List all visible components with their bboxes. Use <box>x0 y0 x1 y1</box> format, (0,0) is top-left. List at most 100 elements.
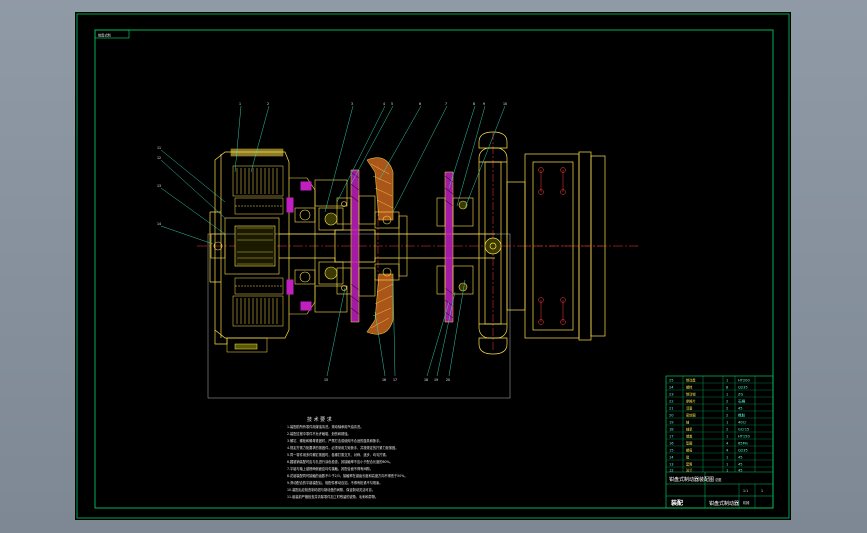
inner-hub <box>210 217 280 275</box>
inner-frame <box>94 29 774 509</box>
tech-req-line-3: 3.螺钉、螺栓和螺母紧固时，严禁打击或使用不合适的旋具和扳手。 <box>287 438 382 443</box>
tech-req-line-7: 7.平键与轴上键槽两侧面应均匀接触，其配合面不得有间隙。 <box>287 466 373 471</box>
balloon-16: 16 <box>382 378 386 382</box>
bom-cell-no: 12 <box>669 469 674 473</box>
pressure-plate <box>289 177 316 315</box>
bom-cell-mat: 45 <box>738 463 743 467</box>
bom-cell-mat: 橡胶 <box>738 413 746 418</box>
middle-flange <box>374 211 408 281</box>
leader-lines-bottom <box>326 277 466 377</box>
balloon-1: 1 <box>239 102 241 106</box>
bom-cell-no: 23 <box>669 393 674 397</box>
balloon-11: 11 <box>157 146 161 150</box>
brake-disc-1 <box>350 169 360 323</box>
bom-cell-qty: 2 <box>726 414 728 418</box>
bom-cell-mat: 45 <box>738 456 743 460</box>
bom-cell-mat: 石棉 <box>738 399 746 404</box>
bom-cell-mat: 45 <box>738 469 743 473</box>
bom-cell-no: 21 <box>669 407 674 411</box>
bom-cell-mat: 45 <box>738 407 743 411</box>
drawing-title: 钳盘式制动器装配图 <box>669 476 714 483</box>
cad-drawing-canvas[interactable]: 钳盘式制 <box>75 12 791 520</box>
section-hatch-left <box>286 181 312 311</box>
friction-plates-top <box>232 165 284 215</box>
title-block <box>665 375 774 509</box>
bom-cell-mat: Q235 <box>738 449 748 453</box>
tech-req-line-2: 2.装配过程中零件不允许磕碰、划伤和锈蚀。 <box>287 431 351 436</box>
bom-cell-qty: 1 <box>726 421 728 425</box>
drum-bolts <box>538 167 566 325</box>
tech-req-line-4: 4.规定拧紧力矩要求的紧固件，必须采用力矩扳手，并按规定的拧紧力矩紧固。 <box>287 445 398 450</box>
bom-cell-mat: 65Mn <box>738 442 748 446</box>
tech-req-line-10: 10.装配后应检查制动钳与制动盘的间隙，保证制动灵活可靠。 <box>287 487 375 492</box>
leader-lines-left <box>160 149 226 245</box>
bom-cell-qty: 1 <box>726 435 728 439</box>
drawing-subtitle: 总图 <box>715 477 721 482</box>
bom-cell-no: 16 <box>669 442 674 446</box>
bom-cell-mat: HT200 <box>738 379 750 383</box>
balloon-13: 13 <box>157 184 161 188</box>
tech-req-line-11: 11.组装前严格检查并清除零件加工时残留的锐角、毛刺和异物。 <box>287 494 378 499</box>
tech-requirements: 技 术 要 求 1.装配前所有零件用煤油清洗，滚动轴承用汽油清洗。 2.装配过程… <box>287 416 407 499</box>
bom-cell-name: 摩擦片 <box>686 399 696 404</box>
bom-cell-no: 17 <box>669 435 674 439</box>
balloon-4: 4 <box>383 102 385 106</box>
bom-cell-name: 键 <box>686 455 690 460</box>
balloon-20: 20 <box>446 378 450 382</box>
leader-lines-top <box>234 105 506 213</box>
bom-cell-qty: 2 <box>726 400 728 404</box>
bom-cell-qty: 1 <box>726 379 728 383</box>
balloon-19: 19 <box>434 378 438 382</box>
tech-requirements-title: 技 术 要 求 <box>307 416 332 423</box>
bom-cell-name: 制动钳 <box>686 392 696 397</box>
bom-cell-mat: ZG <box>738 393 743 397</box>
bom-cell-qty: 1 <box>726 393 728 397</box>
bom-cell-mat: Q235 <box>738 386 748 390</box>
balloon-labels: 1 2 3 4 5 6 7 8 9 10 11 12 13 14 15 16 1… <box>157 102 507 382</box>
school-label: 机械 <box>743 500 750 505</box>
balloon-6: 6 <box>419 102 421 106</box>
bom-cell-name: 活塞 <box>686 406 693 411</box>
bearing-sleeve-left <box>314 179 348 313</box>
bom-cell-mat: HT150 <box>738 435 750 439</box>
bom-cell-no: 14 <box>669 456 674 460</box>
bom-cell-mat: 40Cr <box>738 421 747 425</box>
bom-cell-name: 密封圈 <box>686 413 696 418</box>
corner-tag-box <box>94 29 130 39</box>
balloon-14: 14 <box>157 222 161 226</box>
bom-cell-qty: 1 <box>726 469 728 473</box>
right-drum <box>506 151 606 341</box>
bom-cell-name: 套筒 <box>686 462 692 467</box>
tech-req-line-6: 6.圆锥销装配时应与孔进行涂色检查，其接触率不应小于配合长度的60%。 <box>287 459 393 464</box>
balloon-10: 10 <box>503 102 507 106</box>
outer-frame <box>76 13 790 519</box>
bom-cell-no: 15 <box>669 449 674 453</box>
title-block-text: 钳盘式制动器装配图 总图 1:1 1 装配 钳盘式制动器 机械 <box>669 476 763 507</box>
bom-cell-no: 19 <box>669 421 674 425</box>
corner-tag-text: 钳盘式制 <box>98 32 111 37</box>
balloon-7: 7 <box>445 102 447 106</box>
drawing-viewport[interactable]: 钳盘式制 <box>75 12 791 520</box>
bom-cell-no: 13 <box>669 463 674 467</box>
bearing-housing-right <box>436 197 474 295</box>
bom-cell-name: 轴承 <box>686 427 693 432</box>
bom-cell-name: 端盖 <box>686 434 693 439</box>
balloon-8: 8 <box>473 102 475 106</box>
bom-cell-name: 螺栓 <box>686 385 693 390</box>
balloon-18: 18 <box>424 378 428 382</box>
bom-cell-qty: 1 <box>726 456 728 460</box>
bom-cell-mat: GCr15 <box>738 428 749 432</box>
balloon-15: 15 <box>324 378 328 382</box>
bom-cell-no: 20 <box>669 414 674 418</box>
bom-cell-qty: 8 <box>726 386 729 390</box>
bom-cell-name: 垫圈 <box>686 441 692 446</box>
bom-cell-name: 轴 <box>686 420 689 425</box>
tech-req-line-9: 9.滑动配合的平键装配后，相配件移动自如，不得有松紧不匀现象。 <box>287 480 382 485</box>
bom-cell-qty: 1 <box>726 463 728 467</box>
brake-disc-2 <box>444 171 454 323</box>
drawing-sheet: 1 <box>761 489 763 493</box>
tech-req-line-8: 8.花键装配同时接触的齿数不少于2/3，接触率在键齿长度和高度方向不得低于50%… <box>287 473 407 478</box>
balloon-9: 9 <box>483 102 485 106</box>
balloon-3: 3 <box>351 102 353 106</box>
bom-cell-qty: 2 <box>726 407 728 411</box>
